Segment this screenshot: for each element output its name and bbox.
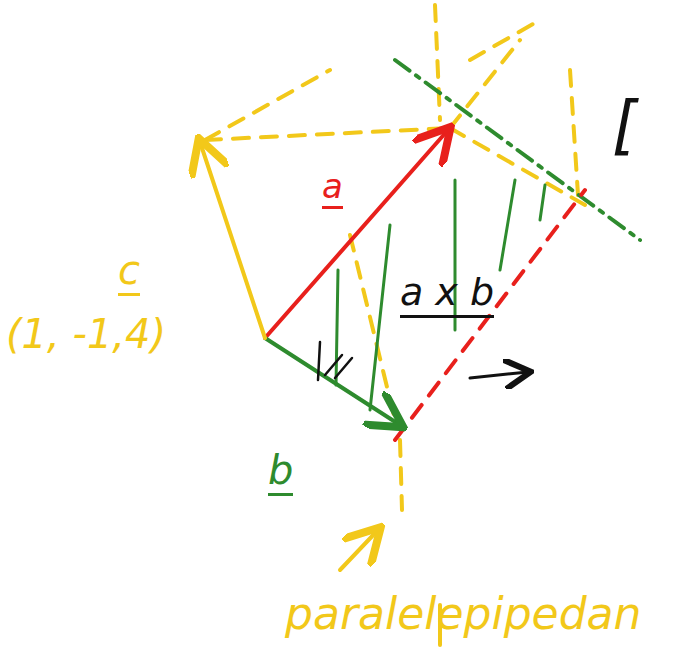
- caption-note: paralelepipedan: [285, 590, 641, 638]
- vector-label: c: [118, 248, 140, 296]
- cross-product-label: a x b: [400, 272, 494, 318]
- bracket-mark: [: [612, 90, 637, 160]
- vector-label: b: [268, 448, 293, 496]
- coordinate-label: (1, -1,4): [6, 312, 166, 356]
- vector-label: a: [322, 168, 343, 209]
